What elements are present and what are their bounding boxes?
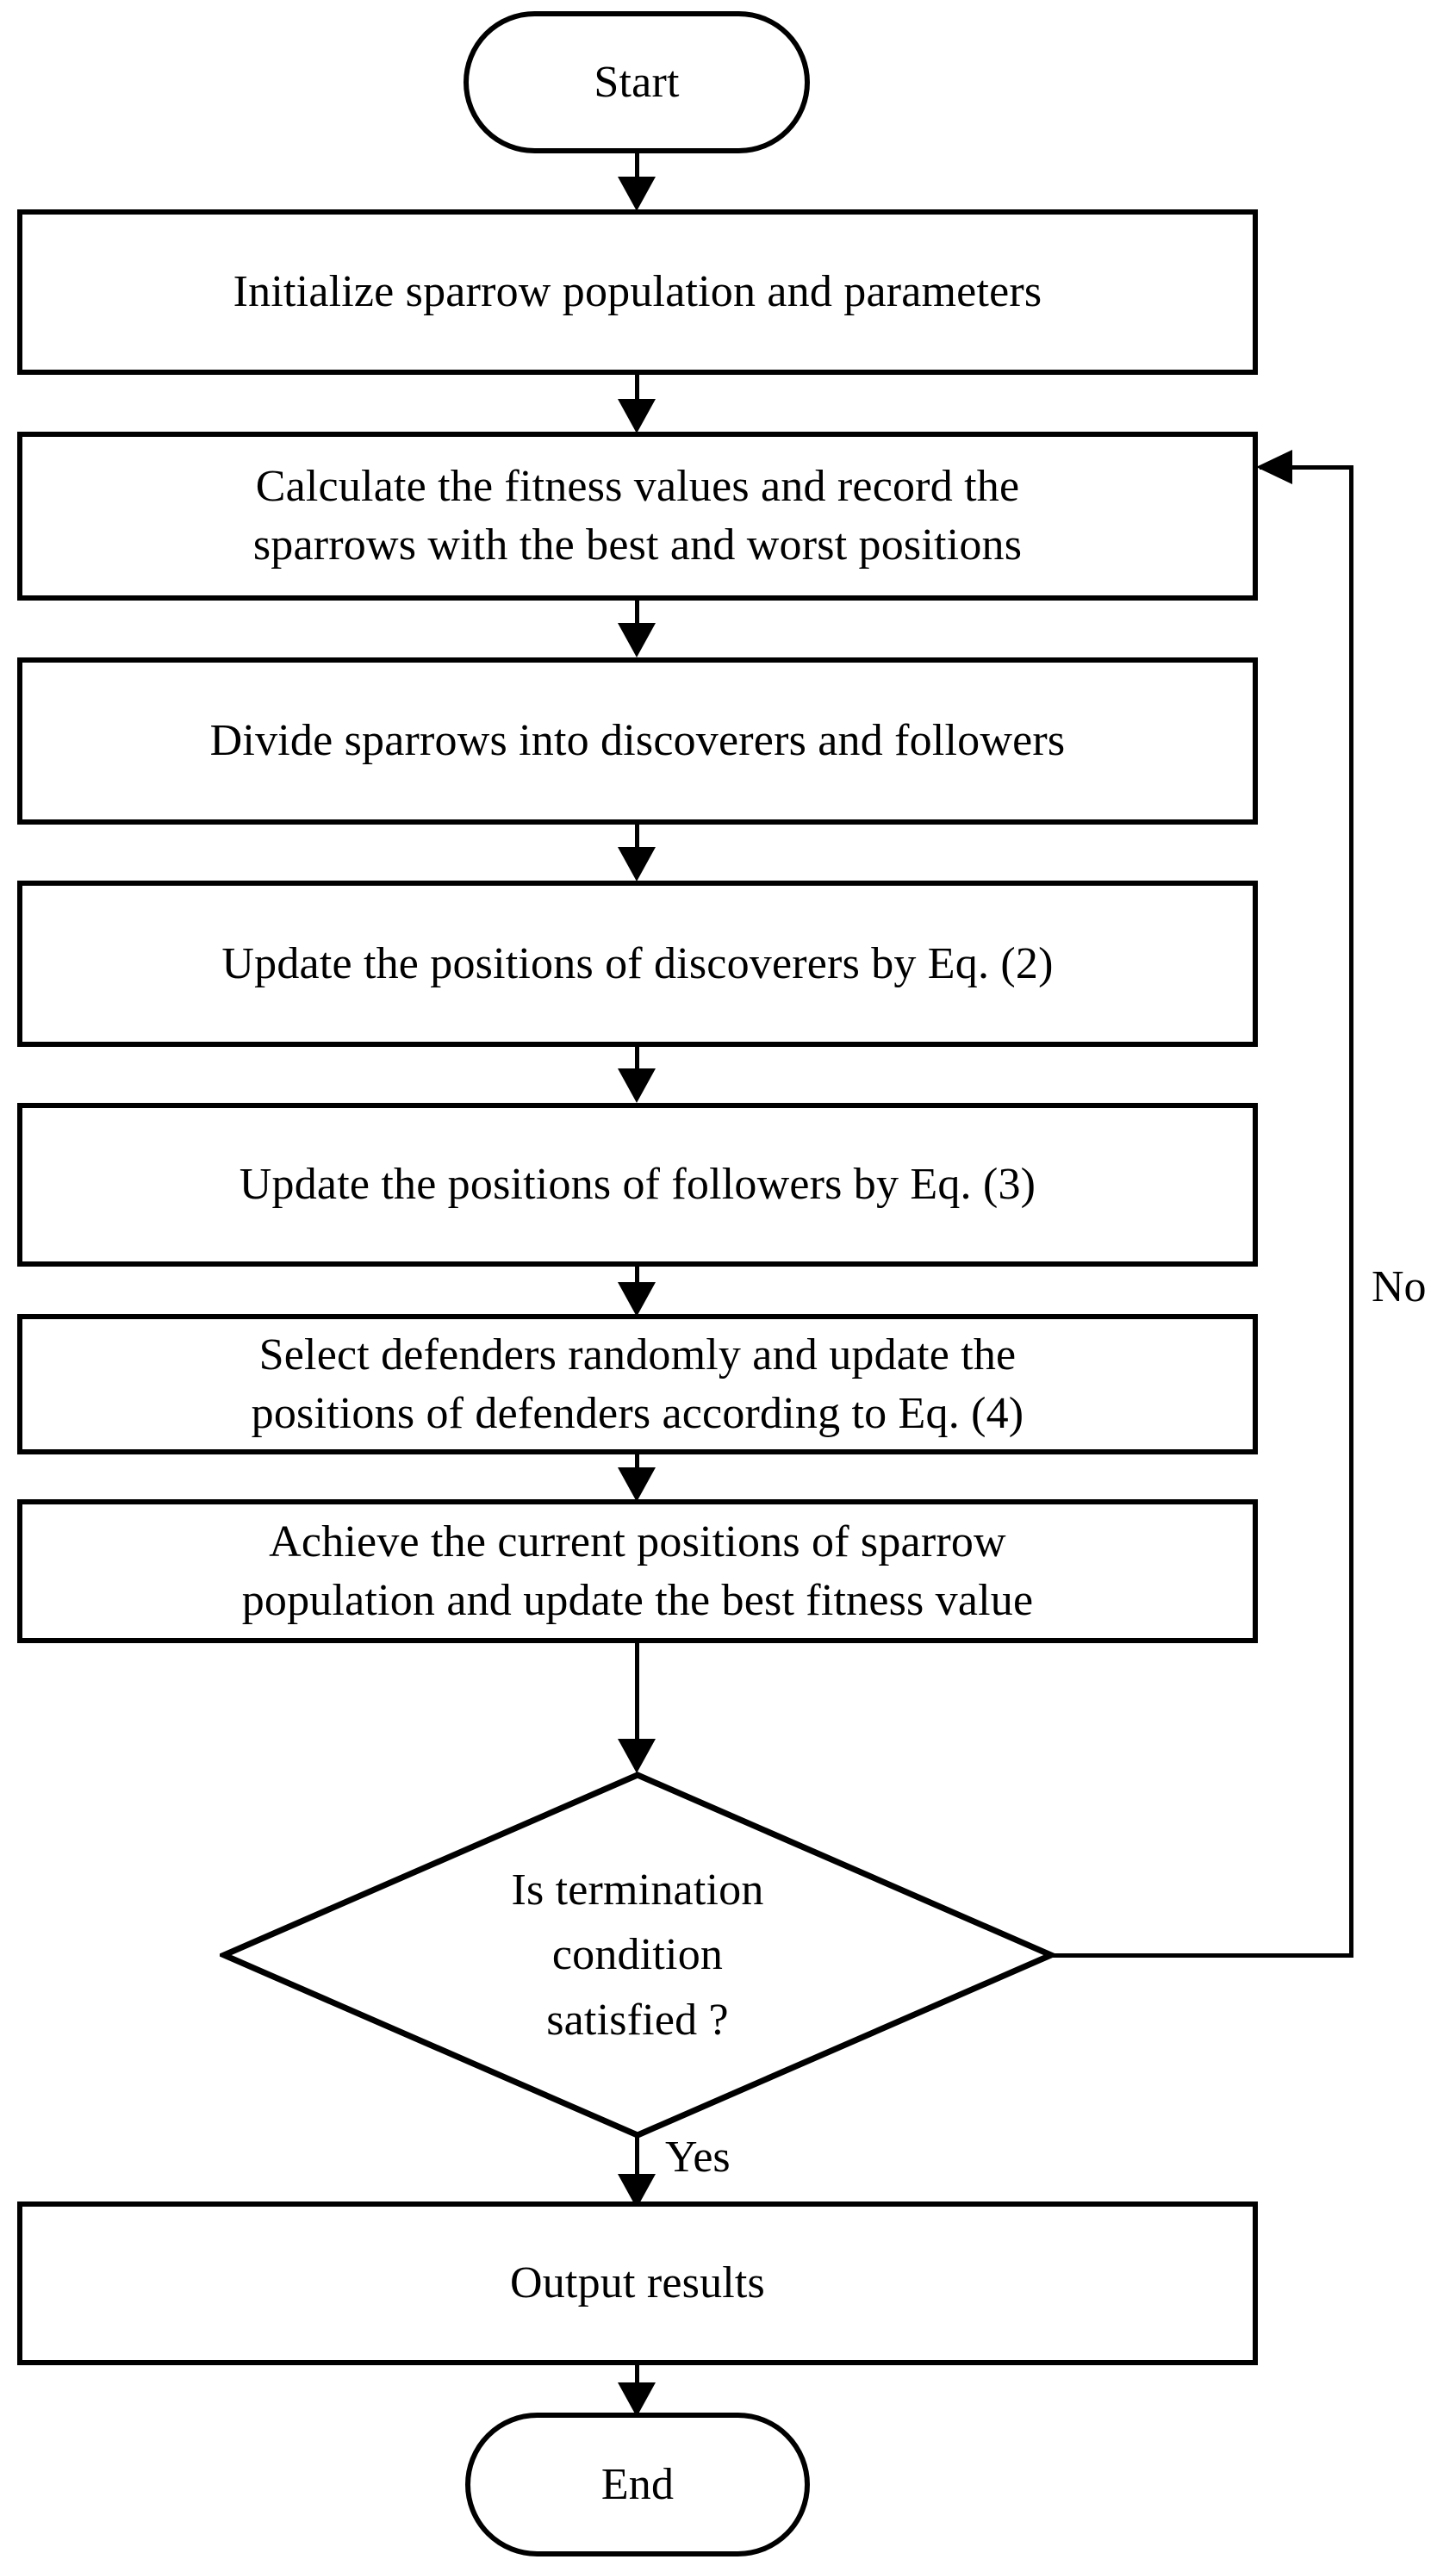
node-start[interactable]: Start [464, 11, 810, 153]
arrowhead-initialize [618, 177, 656, 211]
arrowhead-discoverers [618, 847, 656, 881]
node-update-followers[interactable]: Update the positions of followers by Eq.… [17, 1103, 1258, 1267]
node-termination-decision-label: Is termination condition satisfied ? [511, 1865, 764, 2045]
arrowhead-divide [618, 623, 656, 657]
connector-yes-vertical [635, 2137, 639, 2201]
node-achieve-positions-label: Achieve the current positions of sparrow… [241, 1516, 1034, 1625]
edge-label-yes: Yes [665, 2133, 731, 2182]
arrowhead-calculate [618, 399, 656, 433]
node-output-results-label: Output results [509, 2258, 765, 2308]
node-achieve-positions[interactable]: Achieve the current positions of sparrow… [17, 1499, 1258, 1643]
arrowhead-defenders [618, 1282, 656, 1317]
decision-diamond-shape [220, 1772, 1055, 2139]
node-update-followers-label: Update the positions of followers by Eq.… [239, 1160, 1036, 1210]
connector-calculate-to-divide [635, 601, 639, 640]
arrowhead-decision [618, 1739, 656, 1773]
arrowhead-achieve [618, 1467, 656, 1502]
node-initialize-label: Initialize sparrow population and parame… [233, 267, 1042, 317]
node-update-discoverers[interactable]: Update the positions of discoverers by E… [17, 881, 1258, 1047]
node-start-label: Start [594, 57, 680, 107]
node-calculate-fitness-label: Calculate the fitness values and record … [252, 462, 1023, 570]
node-initialize[interactable]: Initialize sparrow population and parame… [17, 209, 1258, 375]
node-divide[interactable]: Divide sparrows into discoverers and fol… [17, 657, 1258, 825]
connector-discoverers-to-followers [635, 1047, 639, 1086]
connector-no-horizontal-top [1260, 465, 1352, 470]
arrowhead-end [618, 2382, 656, 2417]
connector-achieve-to-decision [635, 1643, 639, 1755]
connector-start-to-initialize [635, 153, 639, 193]
node-select-defenders-label: Select defenders randomly and update the… [251, 1330, 1024, 1438]
connector-no-horizontal-bottom [1051, 1953, 1353, 1958]
node-end-label: End [600, 2459, 675, 2509]
connector-initialize-to-calculate [635, 375, 639, 416]
node-end[interactable]: End [465, 2413, 810, 2556]
connector-no-vertical [1349, 465, 1353, 1956]
node-termination-decision[interactable]: Is termination condition satisfied ? [220, 1771, 1055, 2139]
arrowhead-no-branch [1256, 450, 1292, 484]
node-update-discoverers-label: Update the positions of discoverers by E… [221, 938, 1054, 988]
node-divide-label: Divide sparrows into discoverers and fol… [209, 716, 1066, 766]
node-select-defenders[interactable]: Select defenders randomly and update the… [17, 1314, 1258, 1454]
node-calculate-fitness[interactable]: Calculate the fitness values and record … [17, 432, 1258, 601]
arrowhead-followers [618, 1068, 656, 1103]
connector-divide-to-discoverers [635, 825, 639, 864]
node-output-results[interactable]: Output results [17, 2201, 1258, 2365]
edge-label-no: No [1372, 1262, 1427, 1311]
